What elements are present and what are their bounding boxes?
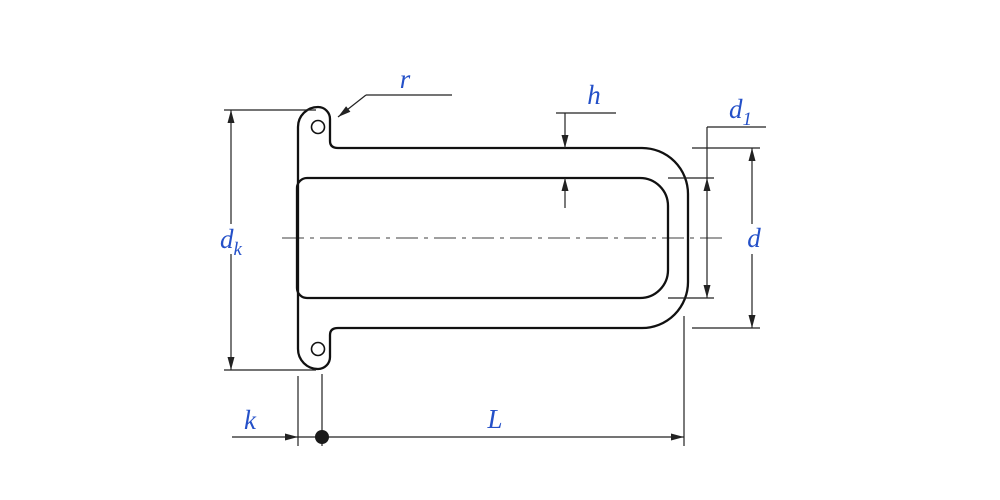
dimension-bore-diameter: d1 <box>668 94 766 299</box>
arrow-down-icon <box>748 315 756 328</box>
label-head-diameter: dk <box>220 224 243 260</box>
arrow-right-icon <box>285 433 298 441</box>
label-radius: r <box>400 64 411 94</box>
dimension-shank-diameter: d <box>692 147 761 329</box>
arrow-up-icon <box>748 148 756 161</box>
rivet-section-outline <box>295 105 690 371</box>
arrow-down-icon <box>561 135 569 148</box>
flange-curl-void-bottom <box>310 341 326 357</box>
arrow-up-icon <box>227 110 235 123</box>
label-shank-diameter: d <box>747 223 761 253</box>
leader-arrow-icon <box>338 106 351 117</box>
label-head-thickness: k <box>244 405 257 435</box>
label-length: L <box>486 404 502 434</box>
dimension-head-thickness-and-length: k L <box>232 316 685 446</box>
arrow-up-icon <box>561 178 569 191</box>
dimension-wall-thickness: h <box>556 80 616 208</box>
arrow-down-icon <box>703 285 711 298</box>
datum-origin-dot <box>315 430 329 444</box>
callout-radius: r <box>337 64 452 118</box>
flange-curl-void-top <box>310 119 326 135</box>
dimension-head-diameter: dk <box>220 109 316 371</box>
label-wall-thickness: h <box>587 80 601 110</box>
arrow-up-icon <box>703 178 711 191</box>
arrow-down-icon <box>227 357 235 370</box>
label-bore-diameter: d1 <box>729 94 752 130</box>
arrow-right-icon <box>671 433 684 441</box>
